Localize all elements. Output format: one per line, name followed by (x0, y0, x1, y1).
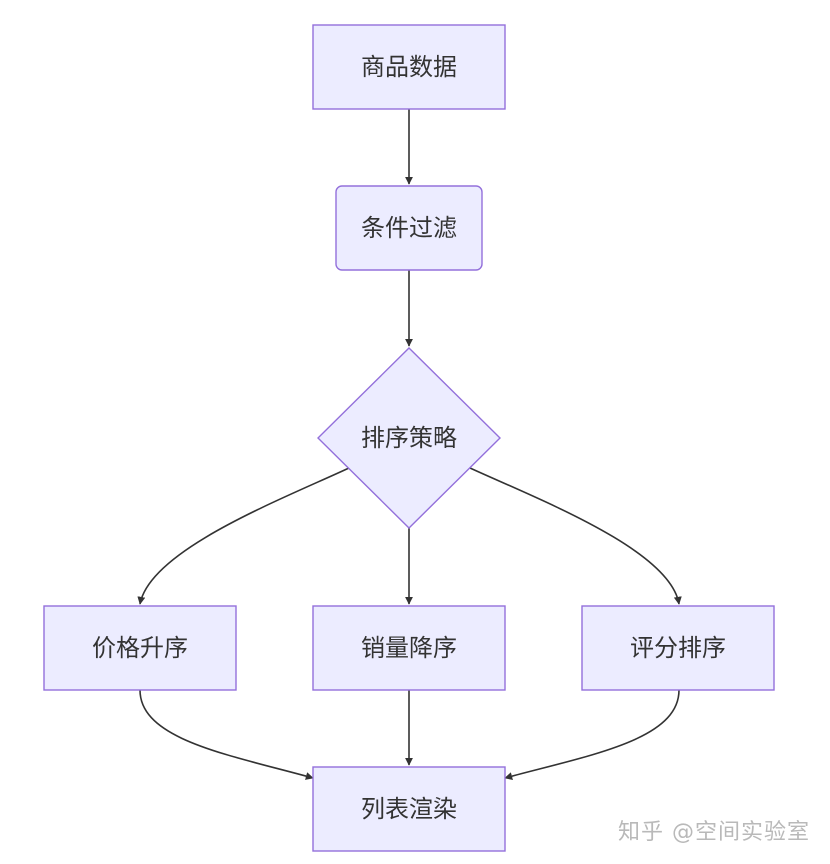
node-price-asc-label: 价格升序 (92, 634, 188, 662)
node-list-render-label: 列表渲染 (361, 795, 457, 823)
node-condition-filter: 条件过滤 (335, 185, 483, 271)
edge-strategy-to-price (137, 467, 350, 605)
node-list-render: 列表渲染 (312, 766, 506, 852)
node-sort-strategy-label: 排序策略 (361, 424, 457, 452)
node-price-asc: 价格升序 (43, 605, 237, 691)
node-product-data-label: 商品数据 (361, 53, 457, 81)
node-rating-sort-label: 评分排序 (630, 634, 726, 662)
node-condition-filter-label: 条件过滤 (361, 214, 457, 242)
edge-rating-to-render (504, 689, 680, 780)
node-sort-strategy: 排序策略 (317, 347, 501, 529)
node-product-data: 商品数据 (312, 24, 506, 110)
node-sales-desc-label: 销量降序 (361, 634, 457, 662)
edges (137, 109, 682, 780)
node-sales-desc: 销量降序 (312, 605, 506, 691)
watermark: 知乎 @空间实验室 (618, 820, 810, 845)
edge-price-to-render (139, 689, 314, 780)
edge-strategy-to-rating (469, 467, 682, 605)
node-rating-sort: 评分排序 (581, 605, 775, 691)
